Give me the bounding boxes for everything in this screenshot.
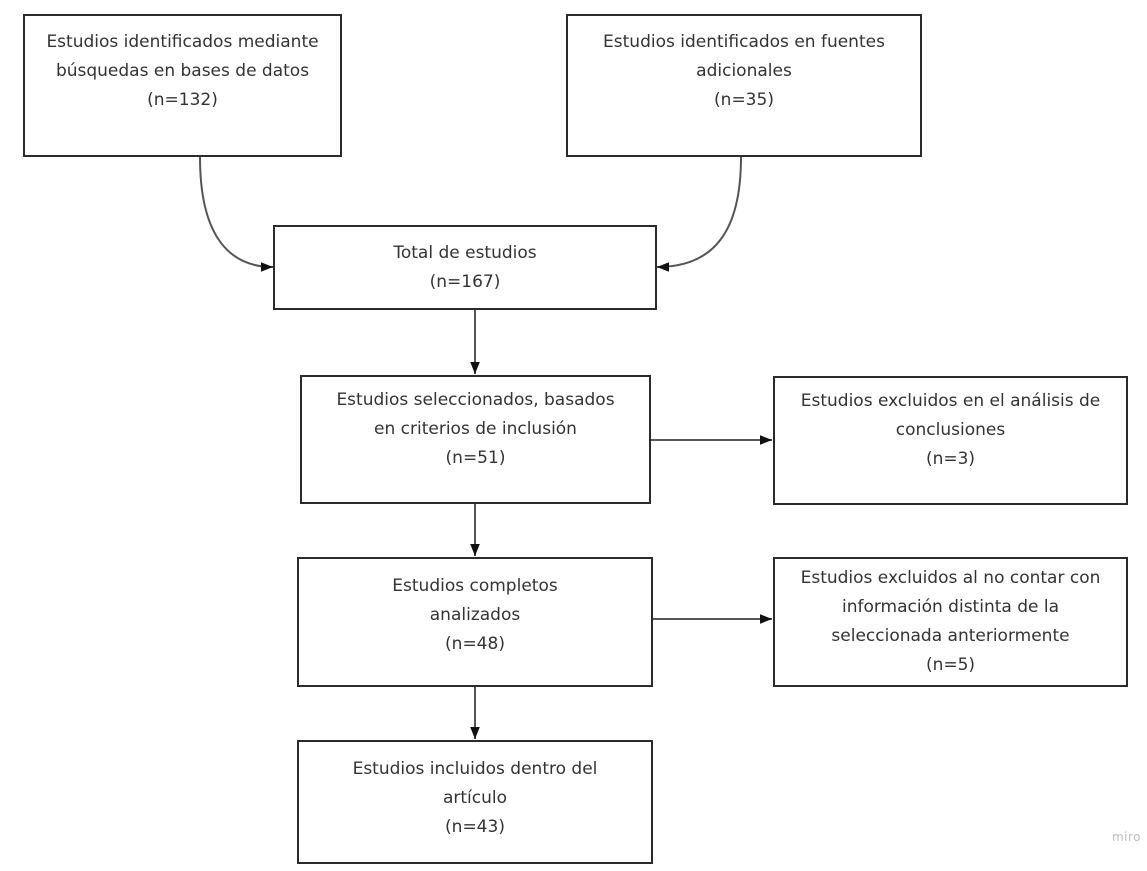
node-excluded-conclusions: Estudios excluidos en el análisis de con… [773,376,1128,505]
node-text: Estudios excluidos al no contar con [800,568,1101,588]
node-selected: Estudios seleccionados, basados en crite… [300,375,651,504]
node-count: (n=167) [429,271,501,292]
node-count: (n=48) [445,633,505,654]
node-text: Estudios identificados en fuentes [603,31,885,52]
node-text: Estudios identificados mediante [46,31,319,52]
node-identified-additional: Estudios identificados en fuentes adicio… [566,14,922,157]
node-text: Estudios completos [392,575,558,596]
node-text: artículo [442,787,508,808]
node-included: Estudios incluidos dentro del artículo (… [297,740,653,864]
node-text: seleccionada anteriormente [831,626,1070,646]
node-text: adicionales [696,60,792,81]
edge-identified-db-to-total [199,156,274,272]
node-count: (n=43) [445,816,505,837]
node-count: (n=35) [714,89,774,110]
node-text: analizados [429,604,521,625]
node-text: Estudios incluidos dentro del [352,758,598,779]
node-text: Estudios excluidos en el análisis de [800,391,1101,411]
node-text: Estudios seleccionados, basados [336,390,615,410]
node-count: (n=3) [925,449,976,469]
node-count: (n=5) [925,655,976,675]
node-excluded-no-info: Estudios excluidos al no contar con info… [773,557,1128,687]
node-count: (n=51) [445,448,506,468]
node-text: información distinta de la [841,597,1059,617]
node-text: en criterios de inclusión [374,419,577,439]
node-text: búsquedas en bases de datos [55,60,310,81]
node-text: conclusiones [895,420,1006,440]
node-total: Total de estudios (n=167) [273,225,657,310]
node-full-analyzed: Estudios completos analizados (n=48) [297,557,653,687]
edge-identified-additional-to-total [656,156,742,272]
node-text: Total de estudios [393,242,537,263]
node-count: (n=132) [147,89,218,110]
node-identified-db: Estudios identificados mediante búsqueda… [23,14,342,157]
miro-watermark: miro [1111,830,1141,844]
